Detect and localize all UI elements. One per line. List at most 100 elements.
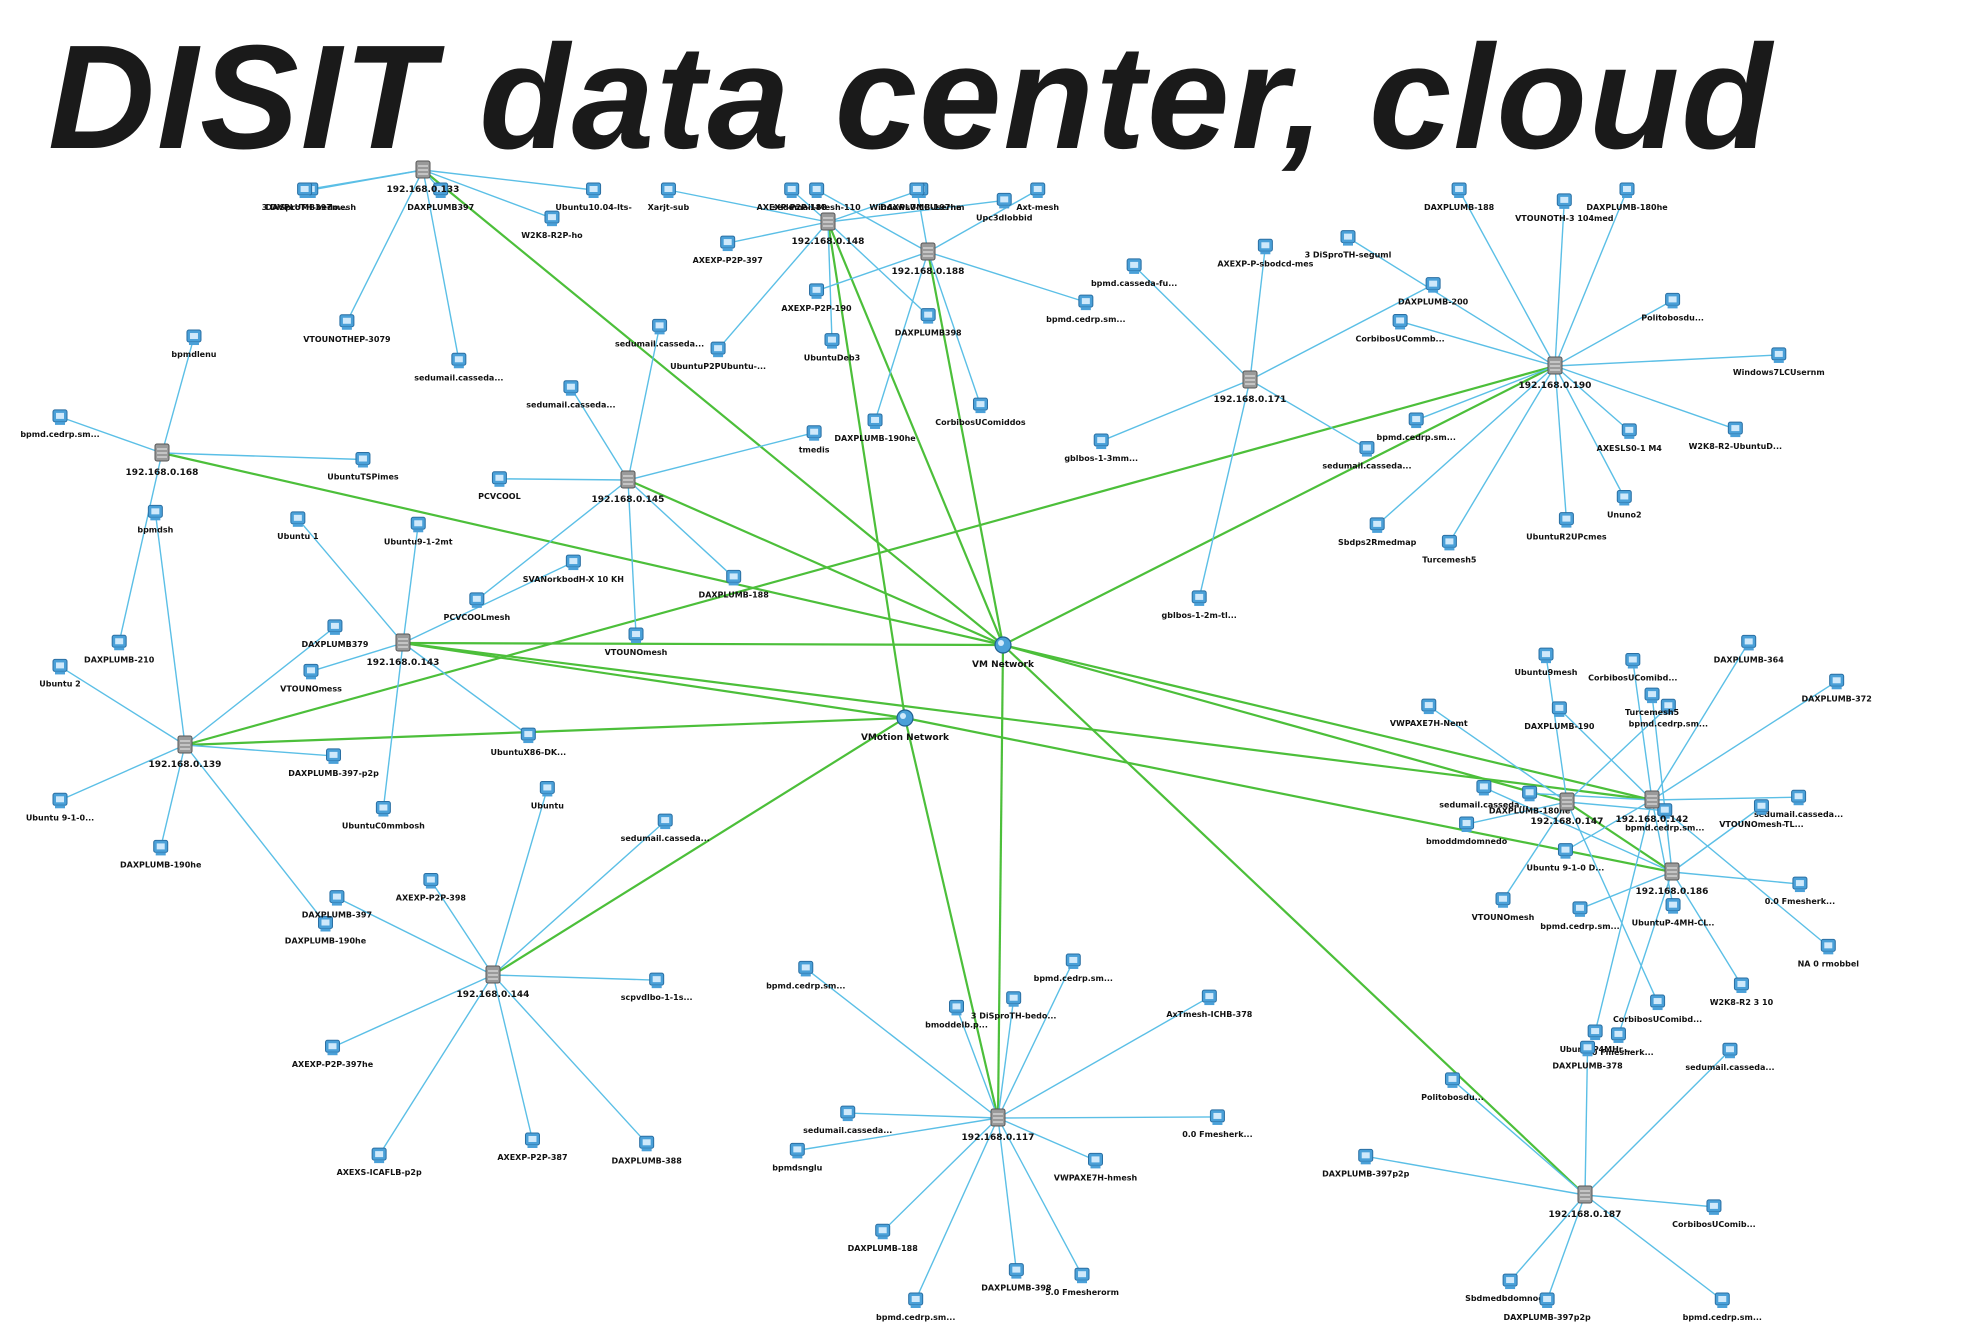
vm-node[interactable]: PCVCOOL xyxy=(478,471,521,501)
vm-node[interactable]: UbuntuP4MHr... xyxy=(1560,1024,1631,1054)
vm-node[interactable]: UbuntuDeb3 xyxy=(804,333,861,363)
vm-node[interactable]: sedumail.casseda... xyxy=(1685,1042,1775,1072)
vm-node[interactable]: bpmdsh xyxy=(137,504,174,534)
vm-node[interactable]: DAXPLUMB-180he xyxy=(1586,182,1668,212)
vm-node[interactable]: DAXPLUMB-372 xyxy=(1802,673,1872,703)
vm-node[interactable]: bpmdlenu xyxy=(171,329,217,359)
vm-node[interactable]: sedumail.casseda... xyxy=(1754,789,1843,819)
vm-node[interactable]: DAXPLUMB-398 xyxy=(981,1263,1052,1293)
vm-node[interactable]: 0.0 Fmesherk... xyxy=(1765,876,1835,906)
vm-node[interactable]: 3 DiSproTH-bedo... xyxy=(971,991,1057,1021)
host-node[interactable]: 192.168.0.168 xyxy=(126,443,199,478)
vm-node[interactable]: Windows7LCUsernm xyxy=(1733,347,1825,377)
vm-node[interactable]: Ubuntu xyxy=(531,780,564,810)
vm-node[interactable]: AXEXP-P2P-190 xyxy=(781,283,852,313)
vm-node[interactable]: DAXPLUMB397 xyxy=(407,182,474,212)
vm-node[interactable]: W2K8-R2-UbuntuD... xyxy=(1689,421,1782,451)
vm-node[interactable]: sedumail.casseda... xyxy=(621,813,710,843)
vm-node[interactable]: bpmd.cedrp.sm... xyxy=(1376,412,1456,442)
vm-node[interactable]: VTOUNOTHEP-3079 xyxy=(303,314,391,344)
vm-node[interactable]: sedumail.casseda... xyxy=(526,380,616,410)
host-node[interactable]: 192.168.0.147 xyxy=(1531,792,1604,827)
vm-node[interactable]: 3 DiSproTH-seguml xyxy=(1305,230,1392,260)
vm-node[interactable]: bmoddelb.p... xyxy=(925,999,988,1029)
vm-node[interactable]: gblbos-1-2m-tl... xyxy=(1162,590,1237,620)
vm-node[interactable]: DAXPLUMB-397 xyxy=(302,890,372,920)
vm-node[interactable]: DAXPLUMB-190 xyxy=(1524,701,1595,731)
vm-node[interactable]: NA 0 rmobbel xyxy=(1798,938,1860,968)
vm-node[interactable]: DAXPLUMB-200 xyxy=(1398,277,1469,307)
vm-node[interactable]: 3 DiSproTH-bedo... xyxy=(262,182,348,212)
vm-node[interactable]: AXEXS-ICAFLB-p2p xyxy=(337,1147,422,1177)
vm-node[interactable]: AXEXP-P-sbodcd-mes xyxy=(1217,238,1314,268)
vm-node[interactable]: DAXPLUMB-397p2p xyxy=(1322,1148,1410,1178)
host-node[interactable]: 192.168.0.148 xyxy=(792,212,865,247)
vm-node[interactable]: AXEXP-P2P-398 xyxy=(396,873,467,903)
host-node[interactable]: 192.168.0.139 xyxy=(149,735,222,770)
vm-node[interactable]: CorbibosUComibd... xyxy=(1588,652,1677,682)
vm-node[interactable]: Sbdps2Rmedmap xyxy=(1338,517,1417,547)
vm-node[interactable]: DAXPLUMB-397-p2p xyxy=(288,748,379,778)
vm-node[interactable]: Ubuntu 1 xyxy=(277,511,319,541)
vm-node[interactable]: DAXPLUMB-210 xyxy=(84,634,155,664)
vm-node[interactable]: W2K8-R2P-ho xyxy=(521,210,583,240)
vm-node[interactable]: bpmd.cedrp.sm... xyxy=(876,1292,955,1322)
vm-node[interactable]: AXEXP-P2P-397 xyxy=(693,235,763,265)
vm-node[interactable]: DAXPLUMB379 xyxy=(301,619,369,649)
vm-node[interactable]: Politobosdu... xyxy=(1641,292,1704,322)
vm-node[interactable]: AXESLS0-1 M4 xyxy=(1597,423,1663,453)
vm-node[interactable]: Sbdmedbdomnoged xyxy=(1465,1273,1555,1303)
vm-node[interactable]: DAXPLUMB-180he xyxy=(1489,785,1571,815)
vm-node[interactable]: Turcemesh5 xyxy=(1422,534,1477,564)
vm-node[interactable]: CorbibosUComib... xyxy=(1672,1199,1756,1229)
vm-node[interactable]: Ubuntu10.04-lts- xyxy=(555,182,632,212)
host-node[interactable]: 192.168.0.145 xyxy=(592,470,665,505)
vm-node[interactable]: Ubuntu9-1-2mt xyxy=(384,516,453,546)
vm-node[interactable]: bpmdsnglu xyxy=(772,1142,823,1172)
vm-node[interactable]: bpmd.casseda-fu... xyxy=(1091,258,1177,288)
vm-node[interactable]: bpmd.cedrp.sm... xyxy=(1625,803,1704,833)
vm-node[interactable]: Ununo2 xyxy=(1607,489,1642,519)
vm-node[interactable]: Windows7-LCUsernm xyxy=(869,182,964,212)
vm-node[interactable]: Ubuntu9mesh xyxy=(1515,647,1578,677)
vm-node[interactable]: DAXPLUMB-188 xyxy=(699,569,770,599)
vm-node[interactable]: UbuntuTSPimes xyxy=(327,452,399,482)
vm-node[interactable]: SVANorkbodH-X 10 KH xyxy=(523,554,624,584)
vm-node[interactable]: AXEXP-P2P-397he xyxy=(292,1039,374,1069)
vm-node[interactable]: W2K8-R2 3 10 xyxy=(1710,977,1774,1007)
host-node[interactable]: 192.168.0.117 xyxy=(962,1108,1035,1143)
vm-node[interactable]: AXEXP-P2P-387 xyxy=(497,1132,568,1162)
vm-node[interactable]: UbuntuP-4MH-CL.. xyxy=(1632,898,1715,928)
vm-node[interactable]: bmoddmdomnedo xyxy=(1426,816,1508,846)
vm-node[interactable]: DAXPLUMB-190he xyxy=(120,839,202,869)
vm-node[interactable]: VTOUNOmesh xyxy=(1472,892,1535,922)
host-node[interactable]: 192.168.0.190 xyxy=(1519,356,1592,391)
vm-node[interactable]: Xarjt-sub xyxy=(648,182,690,212)
vm-node[interactable]: DAXPLUMB-188 xyxy=(1424,182,1495,212)
vm-node[interactable]: DAXPLUMB-388 xyxy=(612,1135,683,1165)
vm-node[interactable]: Ubuntu 2 xyxy=(39,658,81,688)
vm-node[interactable]: VWPAXE7H-Nemt xyxy=(1390,698,1468,728)
host-node[interactable]: 192.168.0.144 xyxy=(457,965,530,1000)
host-node[interactable]: 192.168.0.187 xyxy=(1549,1185,1622,1220)
vm-node[interactable]: Politobosdu... xyxy=(1421,1072,1484,1102)
vm-node[interactable]: DAXPLUMB-190he xyxy=(285,916,367,946)
vm-node[interactable]: AxTmesh-ICHB-378 xyxy=(1166,989,1253,1019)
vm-node[interactable]: DAXPLUMB-190he xyxy=(834,413,916,443)
vm-node[interactable]: VTOUNOmesh xyxy=(605,627,668,657)
vm-node[interactable]: Upc3dlobbid xyxy=(976,192,1033,222)
vm-node[interactable]: UbuntuX86-DK... xyxy=(490,727,566,757)
host-node[interactable]: 192.168.0.171 xyxy=(1214,370,1287,405)
network-switch-node[interactable]: VMotion Network xyxy=(861,709,950,743)
vm-node[interactable]: bpmd.cedrp.sm... xyxy=(1540,901,1620,931)
host-node[interactable]: 192.168.0.186 xyxy=(1636,862,1709,897)
vm-node[interactable]: bpmd.cedrp.sm... xyxy=(1629,698,1708,728)
vm-node[interactable]: DAXPLUMB-188 xyxy=(848,1223,919,1253)
vm-node[interactable]: bpmd.cedrp.sm... xyxy=(1046,294,1126,324)
host-node[interactable]: 192.168.0.143 xyxy=(367,633,440,668)
vm-node[interactable]: bpmd.cedrp.sm... xyxy=(1683,1292,1762,1322)
vm-node[interactable]: Ubuntu 9-1-0... xyxy=(26,792,94,822)
vm-node[interactable]: VTOUNOTH-3 104med xyxy=(1515,193,1614,223)
vm-node[interactable]: DAXPLUMB398 xyxy=(895,308,962,338)
vm-node[interactable]: sedumail.casseda... xyxy=(414,352,503,382)
